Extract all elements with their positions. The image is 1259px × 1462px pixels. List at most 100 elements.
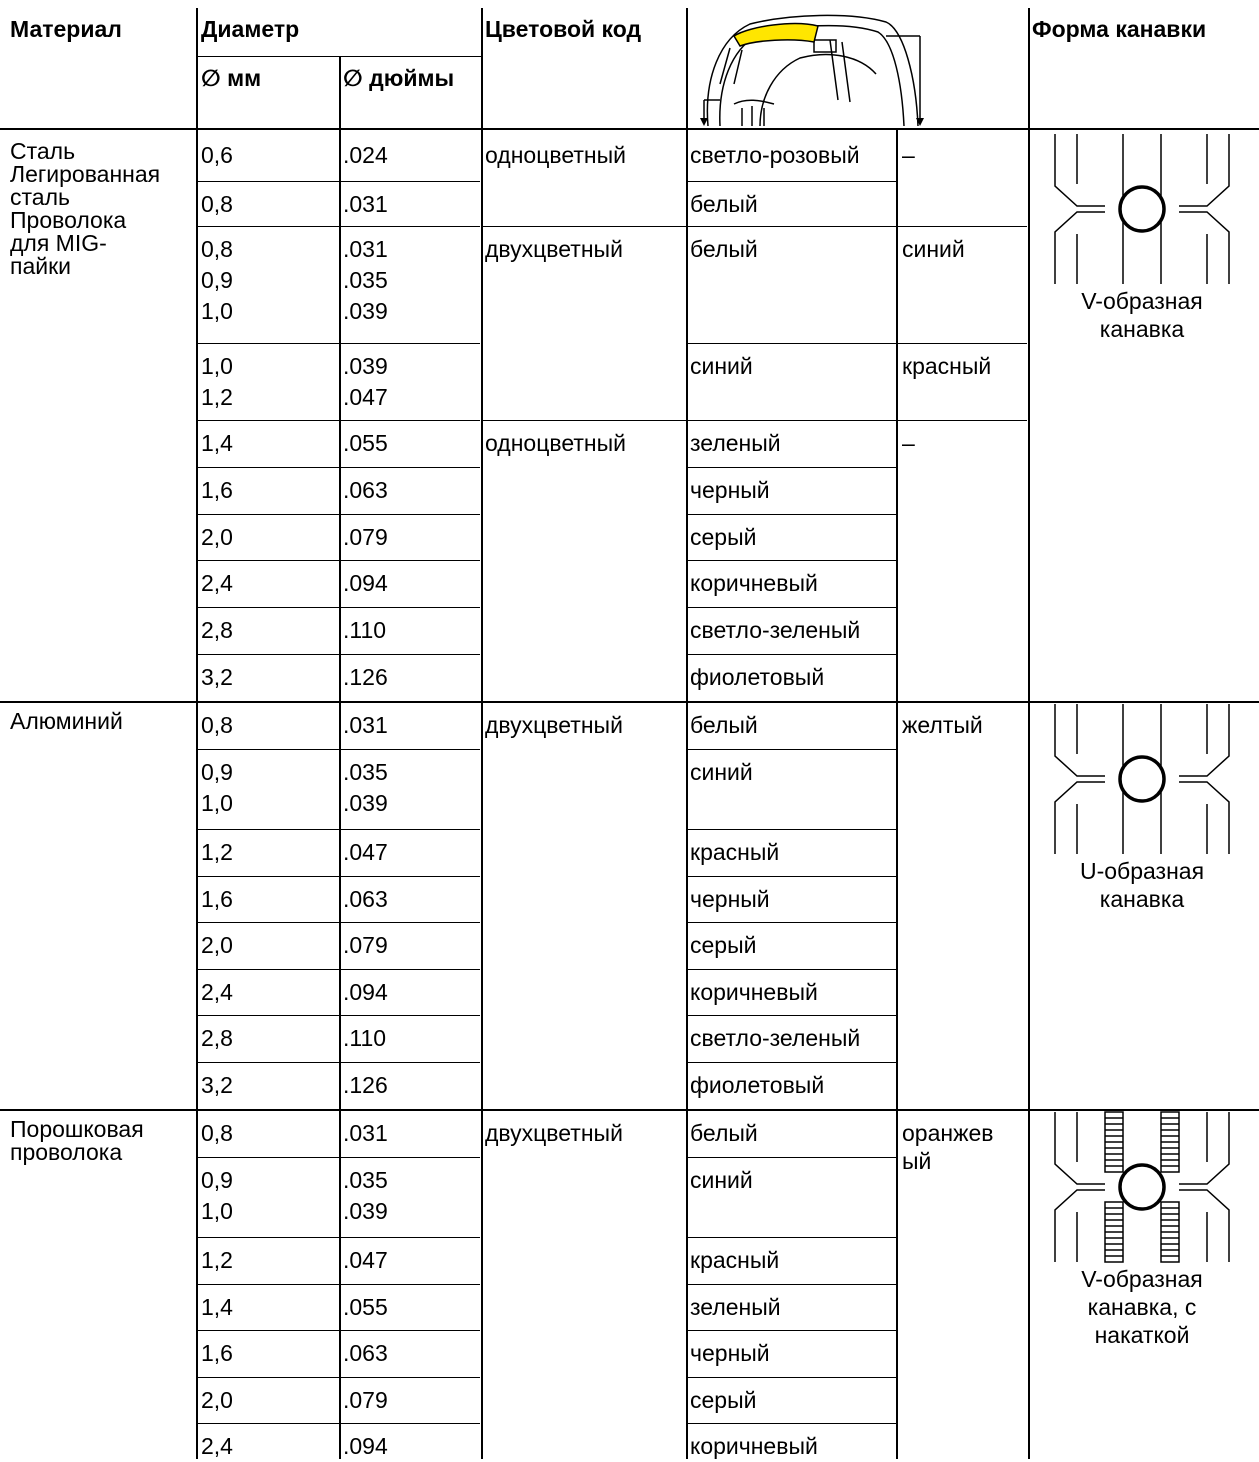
diameter-mm: 1,4 (201, 1294, 233, 1320)
diameter-mm: 0,9 (201, 1167, 233, 1193)
row-divider (687, 1015, 897, 1016)
row-divider (197, 876, 480, 877)
header-mm: ∅ мм (201, 65, 262, 91)
column-divider (339, 56, 341, 1459)
diameter-mm: 2,4 (201, 979, 233, 1005)
row-divider (687, 1423, 897, 1424)
row-divider (197, 654, 480, 655)
color-primary: серый (690, 932, 757, 958)
row-divider (897, 343, 1027, 344)
color-primary: красный (690, 1247, 780, 1273)
header-inch: ∅ дюймы (343, 65, 455, 91)
diameter-inch: .094 (343, 570, 388, 596)
color-secondary: синий (902, 236, 965, 262)
row-divider (687, 181, 897, 182)
diameter-inch: .063 (343, 477, 388, 503)
row-divider (687, 514, 897, 515)
color-primary: белый (690, 236, 758, 262)
header-diameter: Диаметр (201, 16, 300, 42)
diameter-mm: 2,0 (201, 932, 233, 958)
row-divider (197, 467, 480, 468)
color-secondary: – (902, 430, 915, 456)
header-groove-shape: Форма канавки (1032, 16, 1207, 42)
groove-caption: канавка (1099, 316, 1185, 342)
header-material: Материал (10, 16, 122, 42)
color-primary: светло-зеленый (690, 1025, 861, 1051)
row-divider (197, 922, 480, 923)
color-primary: красный (690, 839, 780, 865)
color-secondary: ый (902, 1148, 932, 1174)
diameter-inch: .024 (343, 142, 388, 168)
diameter-inch: .094 (343, 979, 388, 1005)
material-label: Проволока (10, 207, 127, 233)
color-primary: зеленый (690, 1294, 781, 1320)
color-primary: синий (690, 1167, 753, 1193)
color-primary: светло-зеленый (690, 617, 861, 643)
diameter-mm: 1,2 (201, 384, 233, 410)
diameter-mm: 3,2 (201, 1072, 233, 1098)
diameter-inch: .035 (343, 759, 388, 785)
v-groove-roller-icon (1054, 134, 1230, 284)
color-code-type: одноцветный (485, 142, 626, 168)
diameter-inch: .035 (343, 1167, 388, 1193)
groove-caption: накаткой (1094, 1322, 1190, 1348)
color-code-type: двухцветный (485, 1120, 623, 1146)
row-divider (197, 607, 480, 608)
row-divider (197, 969, 480, 970)
material-label: Сталь (10, 138, 76, 164)
diameter-inch: .110 (343, 1025, 387, 1051)
color-primary: серый (690, 524, 757, 550)
roller-color-marking-icon (700, 14, 924, 127)
color-code-type: двухцветный (485, 712, 623, 738)
diameter-inch: .079 (343, 524, 388, 550)
row-divider (897, 420, 1027, 421)
color-primary: черный (690, 886, 770, 912)
row-divider (482, 420, 1027, 421)
diameter-mm: 0,9 (201, 267, 233, 293)
diameter-inch: .031 (343, 712, 388, 738)
row-divider (197, 1062, 480, 1063)
diameter-inch: .031 (343, 1120, 388, 1146)
row-divider (687, 969, 897, 970)
row-divider (687, 876, 897, 877)
diameter-inch: .039 (343, 790, 388, 816)
diameter-inch: .039 (343, 1198, 388, 1224)
diameter-mm: 2,4 (201, 1433, 233, 1459)
material-label: Алюминий (10, 708, 123, 734)
groove-caption: V-образная (1081, 1266, 1203, 1292)
material-label: проволока (10, 1139, 123, 1165)
column-divider (196, 8, 198, 1459)
groove-caption: U-образная (1079, 858, 1205, 884)
diameter-mm: 0,8 (201, 1120, 233, 1146)
diameter-mm: 3,2 (201, 664, 233, 690)
diameter-mm: 1,0 (201, 790, 233, 816)
diameter-mm: 0,8 (201, 236, 233, 262)
diameter-mm: 1,0 (201, 1198, 233, 1224)
color-primary: коричневый (690, 1433, 818, 1459)
color-secondary: красный (902, 353, 992, 379)
row-divider (482, 226, 1027, 227)
diameter-mm: 1,6 (201, 886, 233, 912)
diameter-inch: .063 (343, 886, 388, 912)
diameter-inch: .031 (343, 236, 388, 262)
color-primary: серый (690, 1387, 757, 1413)
row-divider (687, 1237, 897, 1238)
diameter-mm: 0,6 (201, 142, 233, 168)
color-primary: белый (690, 1120, 758, 1146)
column-divider (481, 8, 483, 1459)
row-divider (197, 514, 480, 515)
diameter-inch: .035 (343, 267, 388, 293)
color-primary: светло-розовый (690, 142, 860, 168)
row-divider (687, 829, 897, 830)
diameter-mm: 0,8 (201, 191, 233, 217)
row-divider (197, 749, 480, 750)
diameter-inch: .079 (343, 1387, 388, 1413)
group-divider (0, 1109, 1259, 1111)
diameter-mm: 0,9 (201, 759, 233, 785)
row-divider (687, 1284, 897, 1285)
header-divider (197, 56, 481, 57)
diameter-inch: .126 (343, 664, 388, 690)
row-divider (197, 226, 480, 227)
row-divider (197, 1423, 480, 1424)
